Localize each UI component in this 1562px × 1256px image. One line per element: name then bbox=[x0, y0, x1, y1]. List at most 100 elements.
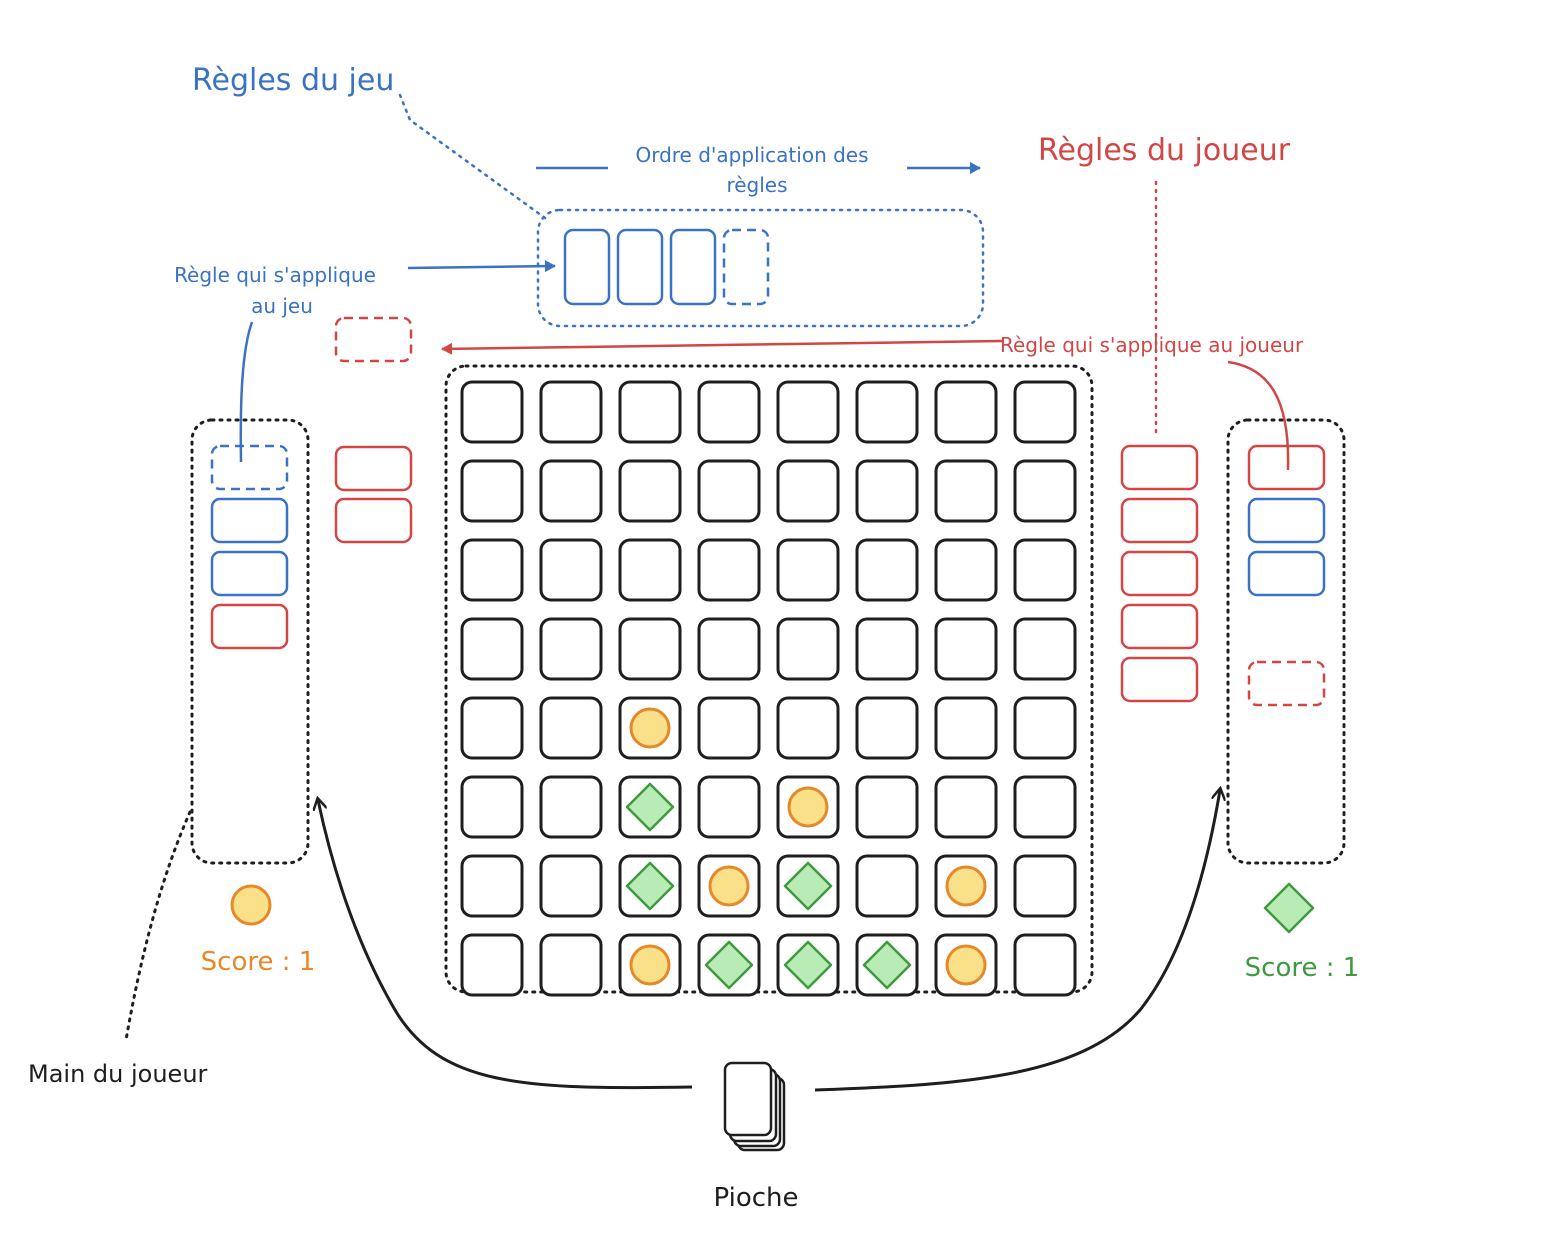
coin-token bbox=[945, 944, 987, 986]
left-player-rules bbox=[334, 316, 413, 544]
board-cell bbox=[697, 538, 761, 602]
regles-joueur-title: Règles du joueur bbox=[1038, 133, 1291, 168]
regle-jeu-arrow bbox=[407, 260, 556, 273]
board-cell bbox=[460, 459, 524, 523]
board-cell bbox=[934, 380, 998, 444]
board-cell bbox=[697, 380, 761, 444]
game-rules-zone bbox=[536, 208, 985, 328]
board-cell bbox=[1013, 617, 1077, 681]
hand-card bbox=[210, 497, 289, 544]
board-cell bbox=[618, 459, 682, 523]
board-cell bbox=[697, 459, 761, 523]
hand-card bbox=[210, 550, 289, 597]
gem-token bbox=[625, 861, 675, 911]
player-rule-card bbox=[1120, 444, 1199, 491]
gem-token bbox=[704, 940, 754, 990]
ordre-label-line2: règles bbox=[726, 173, 787, 197]
player-rule-card bbox=[334, 445, 413, 492]
board-cell bbox=[776, 380, 840, 444]
board-frame bbox=[444, 364, 1094, 994]
board-cell bbox=[934, 696, 998, 760]
board-cell bbox=[539, 696, 603, 760]
board-cell bbox=[697, 617, 761, 681]
board-cell bbox=[539, 933, 603, 997]
board-cell bbox=[539, 775, 603, 839]
board-cell bbox=[855, 775, 919, 839]
ordre-label-line1: Ordre d'application des bbox=[635, 143, 868, 167]
regles-jeu-leader bbox=[398, 93, 547, 220]
draw-arrow-right bbox=[814, 790, 1220, 1092]
hand-card bbox=[210, 603, 289, 650]
board-cell bbox=[618, 617, 682, 681]
board-cell bbox=[697, 775, 761, 839]
coin-token bbox=[945, 865, 987, 907]
gem-token bbox=[1263, 882, 1315, 934]
regle-joueur-arrow bbox=[441, 339, 1003, 355]
right-score-token bbox=[1263, 882, 1315, 934]
board-cell bbox=[618, 380, 682, 444]
regle-joueur-label: Règle qui s'applique au joueur bbox=[1000, 333, 1304, 357]
board-cell bbox=[460, 933, 524, 997]
right-player-rules bbox=[1120, 444, 1199, 703]
left-score-token bbox=[230, 884, 272, 926]
regles-jeu-title: Règles du jeu bbox=[192, 63, 394, 98]
gem-token bbox=[862, 940, 912, 990]
board-cell bbox=[460, 617, 524, 681]
main-joueur-leader bbox=[124, 810, 192, 1042]
game-rule-card bbox=[669, 228, 717, 306]
board-cell bbox=[539, 617, 603, 681]
board-cell bbox=[539, 459, 603, 523]
right-hand-cards bbox=[1247, 444, 1326, 707]
left-hand-zone bbox=[190, 418, 310, 865]
right-score: Score : 1 bbox=[1245, 953, 1360, 983]
left-score: Score : 1 bbox=[201, 947, 316, 977]
board-cell bbox=[934, 459, 998, 523]
board-cell bbox=[934, 775, 998, 839]
board-cell bbox=[776, 696, 840, 760]
deck-icon bbox=[723, 1061, 786, 1152]
regle-jeu-label-line1: Règle qui s'applique bbox=[174, 263, 376, 287]
left-hand-cards bbox=[210, 444, 289, 650]
gem-token bbox=[783, 940, 833, 990]
board-cell bbox=[1013, 380, 1077, 444]
coin-token bbox=[708, 865, 750, 907]
board-cell bbox=[934, 538, 998, 602]
board-cell bbox=[776, 538, 840, 602]
board-cell bbox=[855, 617, 919, 681]
board-cell bbox=[697, 696, 761, 760]
board-cell bbox=[855, 380, 919, 444]
player-rule-card bbox=[1120, 550, 1199, 597]
board-cell bbox=[1013, 854, 1077, 918]
board-cell bbox=[1013, 775, 1077, 839]
board-cell bbox=[539, 538, 603, 602]
game-rule-card bbox=[722, 228, 770, 306]
board-cell bbox=[1013, 459, 1077, 523]
board-cell bbox=[855, 538, 919, 602]
board-cell bbox=[618, 538, 682, 602]
board-cell bbox=[460, 538, 524, 602]
main-joueur-label: Main du joueur bbox=[28, 1060, 208, 1088]
board-cell bbox=[1013, 933, 1077, 997]
hand-card bbox=[1247, 550, 1326, 597]
player-rule-card bbox=[1120, 497, 1199, 544]
game-rule-card bbox=[616, 228, 664, 306]
board-cell bbox=[776, 617, 840, 681]
coin-token bbox=[629, 707, 671, 749]
draw-arrow-left bbox=[318, 800, 693, 1090]
board-cell bbox=[934, 617, 998, 681]
board-cell bbox=[855, 459, 919, 523]
coin-token bbox=[787, 786, 829, 828]
player-rule-card bbox=[1120, 603, 1199, 650]
board-cell bbox=[855, 696, 919, 760]
board-cell bbox=[460, 854, 524, 918]
board-cell bbox=[539, 854, 603, 918]
player-rule-card bbox=[334, 316, 413, 363]
hand-card bbox=[1247, 497, 1326, 544]
player-rule-card bbox=[334, 497, 413, 544]
board-cell bbox=[460, 380, 524, 444]
coin-token bbox=[230, 884, 272, 926]
game-rule-card bbox=[563, 228, 611, 306]
gem-token bbox=[783, 861, 833, 911]
